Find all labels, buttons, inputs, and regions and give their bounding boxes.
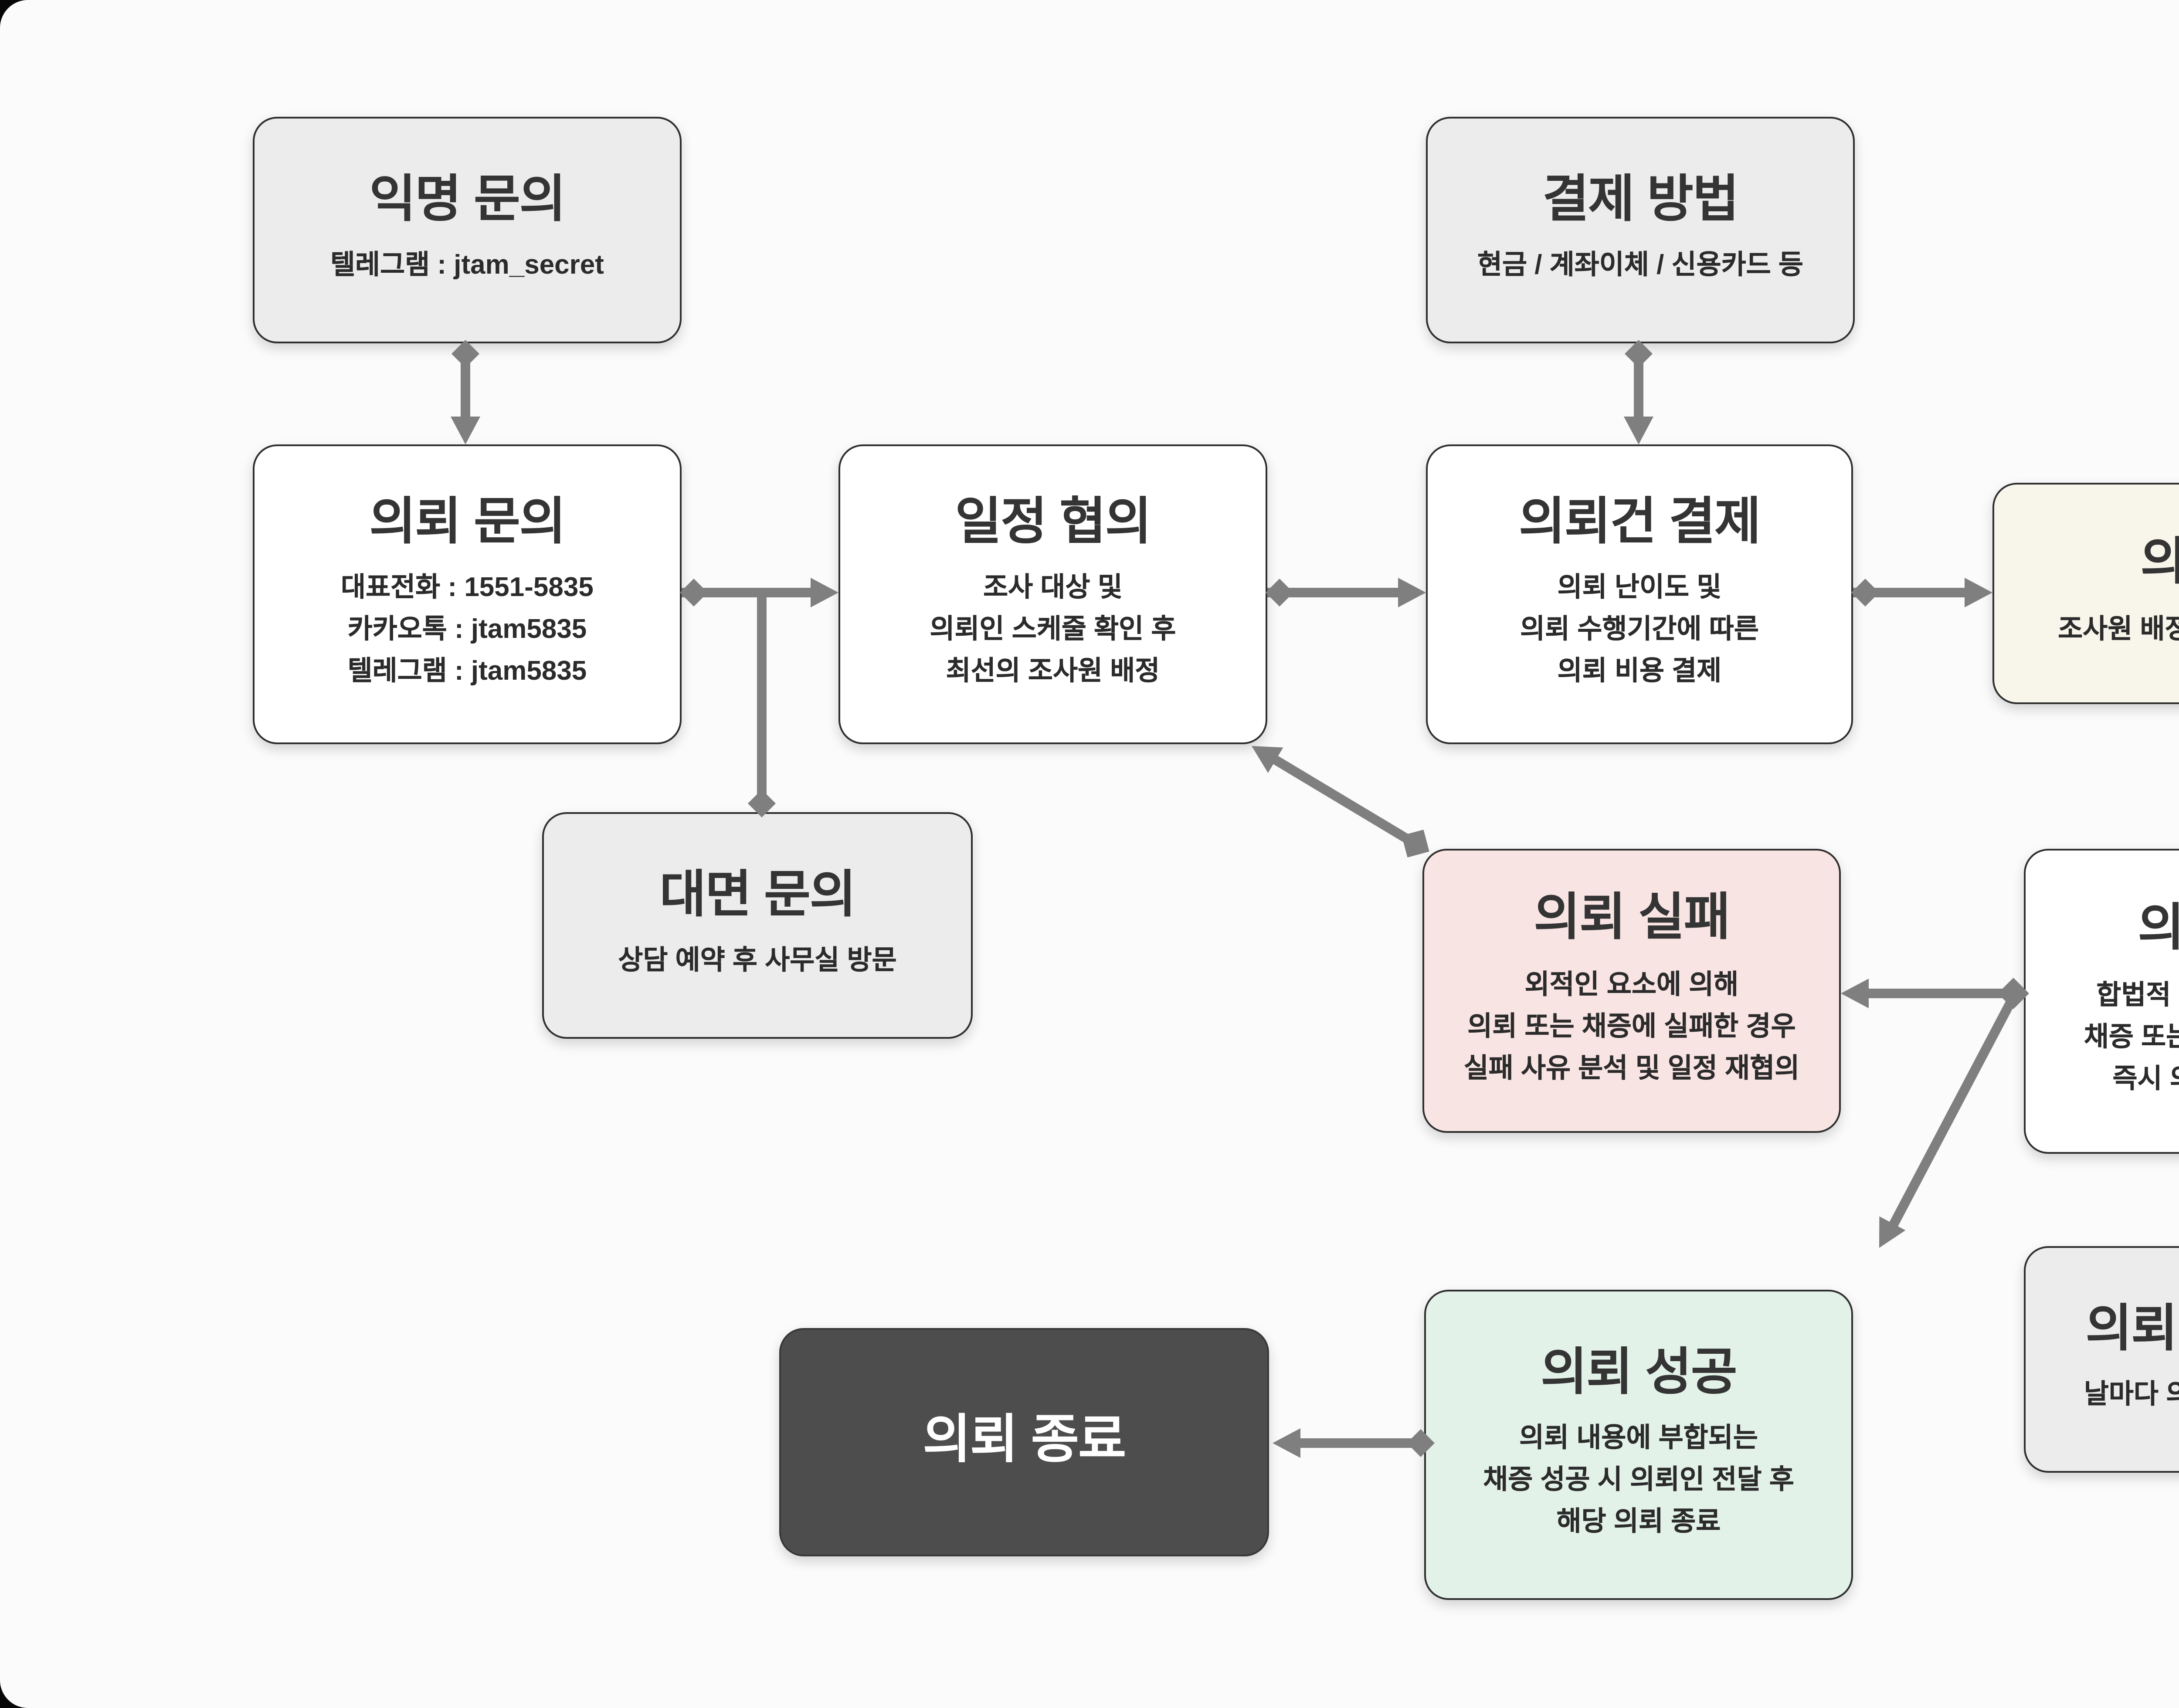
node-subtitle: 텔레그램 : jtam_secret <box>330 251 604 281</box>
node-subtitle: 외적인 요소에 의해 의뢰 또는 채증에 실패한 경우 실패 사유 분석 및 일… <box>1463 970 1800 1084</box>
node-start: 의뢰 착수 조사원 배정 및 대상 위치로 이동 <box>1992 483 2179 704</box>
node-title: 결제 방법 <box>1542 172 1739 228</box>
node-subtitle: 현금 / 계좌이체 / 신용카드 등 <box>1477 251 1803 281</box>
node-anon-inquiry: 익명 문의 텔레그램 : jtam_secret <box>253 117 682 343</box>
node-end: 의뢰 종료 <box>779 1328 1269 1556</box>
node-title: 의뢰 문의 <box>369 495 566 551</box>
node-subtitle: 조사원 배정 및 대상 위치로 이동 <box>2058 614 2179 644</box>
node-title: 의뢰 성공 <box>1541 1345 1737 1401</box>
node-title: 의뢰건 결제 <box>1519 495 1761 551</box>
node-title: 의뢰 수행 <box>2138 901 2179 958</box>
node-schedule: 일정 협의 조사 대상 및 의뢰인 스케줄 확인 후 최선의 조사원 배정 <box>838 444 1267 744</box>
node-title: 일정 협의 <box>955 495 1151 551</box>
node-fail: 의뢰 실패 외적인 요소에 의해 의뢰 또는 채증에 실패한 경우 실패 사유 … <box>1422 849 1841 1133</box>
node-subtitle: 상담 예약 후 사무실 방문 <box>618 946 897 976</box>
node-perform: 의뢰 수행 합법적 의뢰 수행 진행 및 채증 또는 조사내용 확인 시 즉시 … <box>2024 849 2179 1154</box>
node-subtitle: 의뢰 난이도 및 의뢰 수행기간에 따른 의뢰 비용 결제 <box>1520 573 1759 687</box>
node-subtitle: 대표전화 : 1551-5835 카카오톡 : jtam5835 텔레그램 : … <box>341 573 594 687</box>
node-pay-method: 결제 방법 현금 / 계좌이체 / 신용카드 등 <box>1426 117 1855 343</box>
node-meet-inquiry: 대면 문의 상담 예약 후 사무실 방문 <box>542 812 973 1039</box>
node-payment: 의뢰건 결제 의뢰 난이도 및 의뢰 수행기간에 따른 의뢰 비용 결제 <box>1426 444 1853 744</box>
node-title: 의뢰 실패 <box>1534 891 1730 947</box>
node-report: 의뢰 수행 보고 날마다 의뢰 수행 내용 보고 <box>2024 1246 2179 1473</box>
node-title: 대면 문의 <box>659 868 856 924</box>
node-title: 의뢰 착수 <box>2140 535 2179 593</box>
node-success: 의뢰 성공 의뢰 내용에 부합되는 채증 성공 시 의뢰인 전달 후 해당 의뢰… <box>1424 1290 1853 1600</box>
node-subtitle: 조사 대상 및 의뢰인 스케줄 확인 후 최선의 조사원 배정 <box>930 573 1176 687</box>
node-title: 의뢰 종료 <box>923 1412 1127 1470</box>
node-subtitle: 합법적 의뢰 수행 진행 및 채증 또는 조사내용 확인 시 즉시 의뢰인 내용… <box>2084 980 2179 1094</box>
node-request-inquiry: 의뢰 문의 대표전화 : 1551-5835 카카오톡 : jtam5835 텔… <box>253 444 682 744</box>
node-title: 의뢰 수행 보고 <box>2085 1301 2179 1358</box>
node-subtitle: 의뢰 내용에 부합되는 채증 성공 시 의뢰인 전달 후 해당 의뢰 종료 <box>1483 1424 1794 1538</box>
node-title: 익명 문의 <box>369 172 566 228</box>
node-subtitle: 날마다 의뢰 수행 내용 보고 <box>2084 1380 2179 1410</box>
